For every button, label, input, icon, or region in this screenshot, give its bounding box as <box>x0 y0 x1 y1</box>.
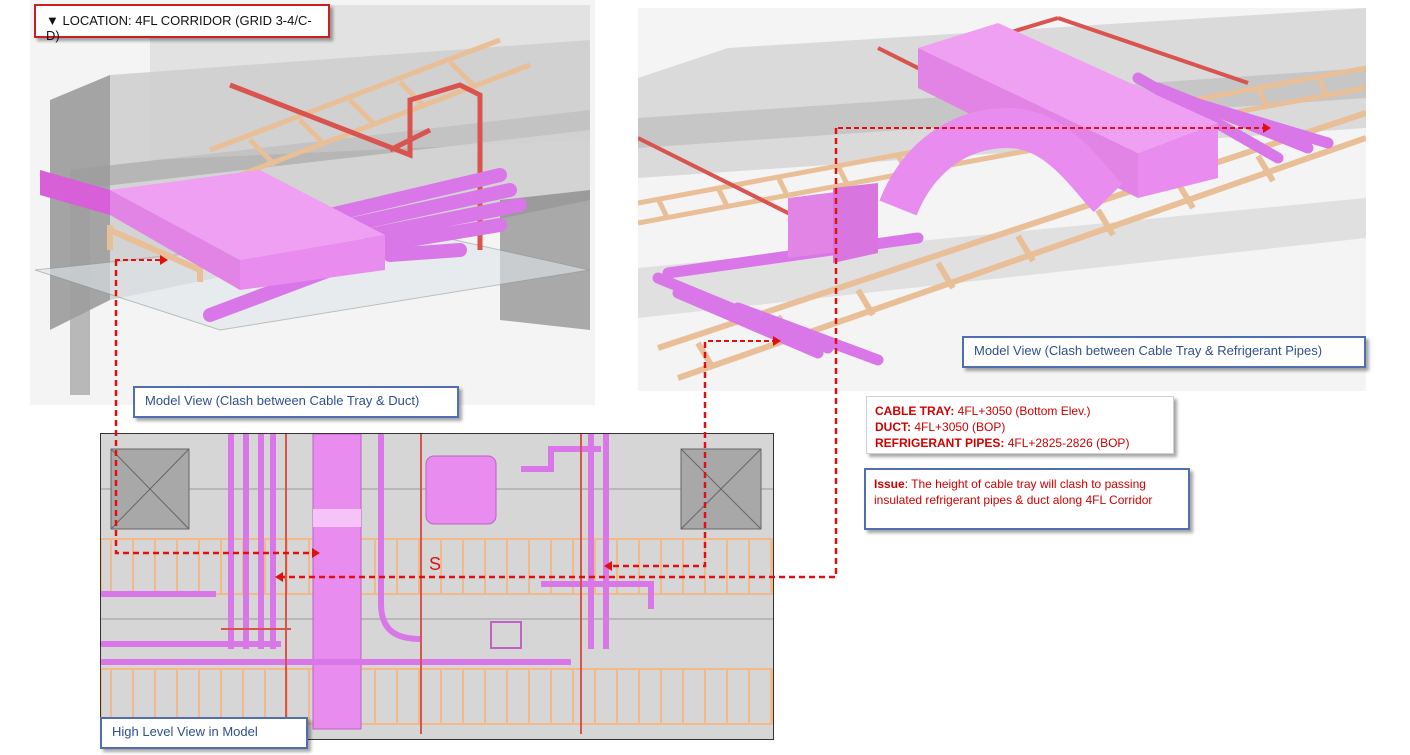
plan-duct <box>312 434 362 730</box>
plan-view-render: S <box>101 434 773 739</box>
issue-text: : The height of cable tray will clash to… <box>874 477 1153 507</box>
location-arrow-icon: ▼ <box>46 13 59 28</box>
callout-pipes-clash: Model View (Clash between Cable Tray & R… <box>962 336 1366 368</box>
issue-box: Issue: The height of cable tray will cla… <box>864 468 1190 530</box>
elevation-info: CABLE TRAY: 4FL+3050 (Bottom Elev.) DUCT… <box>866 396 1174 454</box>
callout-plan-view-text: High Level View in Model <box>112 724 258 739</box>
elevation-pipes: REFRIGERANT PIPES: 4FL+2825-2826 (BOP) <box>875 436 1130 450</box>
plan-marker: S <box>429 554 441 574</box>
elevation-cable-tray: CABLE TRAY: 4FL+3050 (Bottom Elev.) <box>875 404 1091 418</box>
duct-clash-render <box>30 0 595 405</box>
issue-label: Issue <box>874 477 905 491</box>
callout-plan-view: High Level View in Model <box>100 717 308 749</box>
model-view-pipes-clash <box>638 8 1366 391</box>
callout-pipes-clash-text: Model View (Clash between Cable Tray & R… <box>974 343 1323 358</box>
location-label: ▼ LOCATION: 4FL CORRIDOR (GRID 3-4/C-D) <box>34 4 330 43</box>
callout-duct-clash-text: Model View (Clash between Cable Tray & D… <box>145 393 420 408</box>
location-text: LOCATION: 4FL CORRIDOR (GRID 3-4/C-D) <box>46 13 312 43</box>
plan-view: S <box>100 433 774 740</box>
elevation-duct: DUCT: 4FL+3050 (BOP) <box>875 420 1006 434</box>
pipes-clash-render <box>638 8 1366 391</box>
callout-duct-clash: Model View (Clash between Cable Tray & D… <box>133 386 459 418</box>
model-view-duct-clash <box>30 0 595 405</box>
